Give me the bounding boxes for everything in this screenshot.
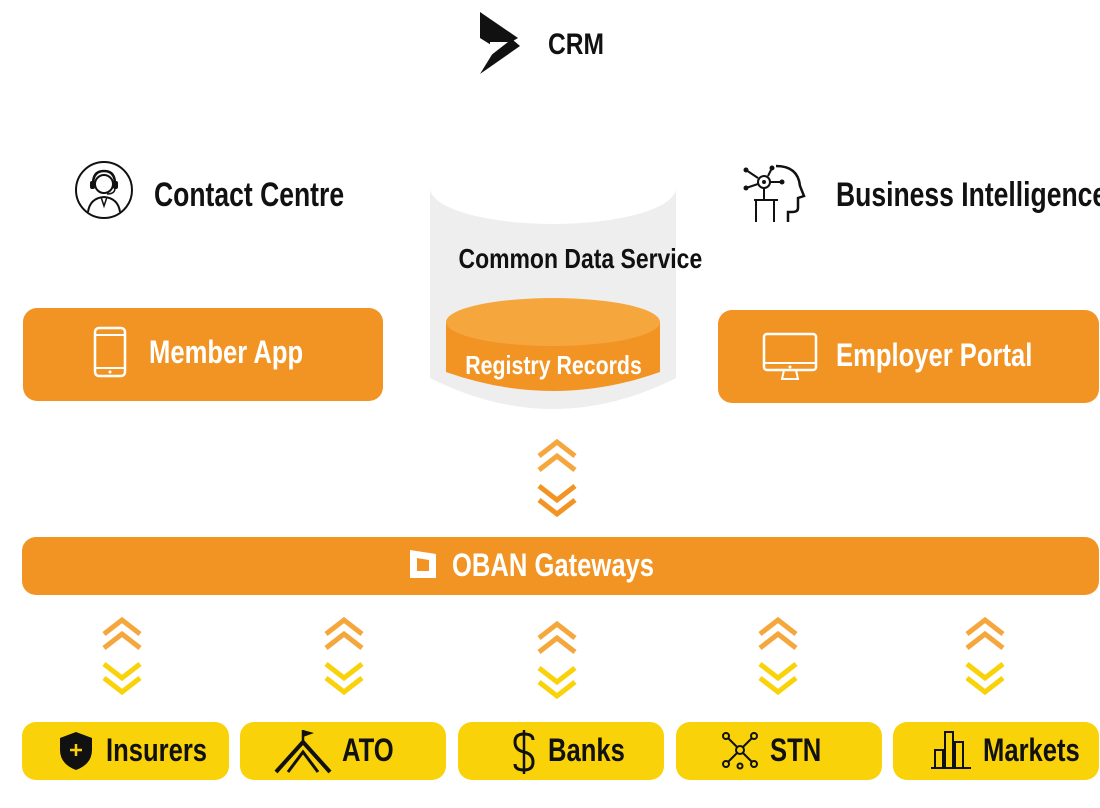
business-intelligence-label: Business Intelligence: [836, 176, 1100, 214]
contact-centre-label: Contact Centre: [154, 176, 345, 214]
dollar-icon: [513, 730, 535, 774]
mobile-phone-icon: [93, 326, 127, 378]
common-data-service-label: Common Data Service: [458, 243, 703, 274]
oban-logo-icon: [410, 550, 436, 578]
double-chevron-icon: [537, 438, 577, 518]
shield-plus-icon: [60, 732, 92, 770]
endpoint-insurers: Insurers: [22, 722, 229, 780]
endpoint-markets: Markets: [893, 722, 1099, 780]
endpoint-label: Markets: [983, 732, 1080, 768]
double-chevron-icon: [324, 616, 364, 696]
double-chevron-icon: [758, 616, 798, 696]
double-chevron-icon: [965, 616, 1005, 696]
endpoint-stn: STN: [676, 722, 882, 780]
employer-portal-label: Employer Portal: [836, 337, 1033, 373]
endpoint-label: Insurers: [106, 732, 208, 768]
dynamics-logo-icon: [480, 12, 520, 74]
headset-agent-icon: [75, 161, 133, 219]
member-app-box: Member App: [23, 308, 383, 401]
double-chevron-icon: [537, 620, 577, 700]
network-nodes-icon: [722, 732, 758, 770]
monitor-icon: [762, 332, 818, 380]
crm-label: CRM: [548, 28, 605, 61]
ai-head-icon: [743, 164, 806, 222]
endpoint-banks: Banks: [458, 722, 664, 780]
oban-gateways-label: OBAN Gateways: [452, 547, 655, 583]
double-chevron-icon: [102, 616, 142, 696]
endpoint-label: STN: [770, 732, 822, 768]
oban-gateways-bar: OBAN Gateways: [22, 537, 1099, 595]
registry-records-label: Registry Records: [465, 350, 642, 380]
endpoint-label: Banks: [548, 732, 625, 768]
member-app-label: Member App: [149, 334, 304, 370]
endpoint-ato: ATO: [240, 722, 446, 780]
endpoint-label: ATO: [342, 732, 394, 768]
employer-portal-box: Employer Portal: [718, 310, 1099, 403]
common-data-service-cylinder: [430, 152, 676, 409]
parliament-flag-icon: [274, 730, 332, 774]
bar-chart-icon: [931, 731, 971, 769]
